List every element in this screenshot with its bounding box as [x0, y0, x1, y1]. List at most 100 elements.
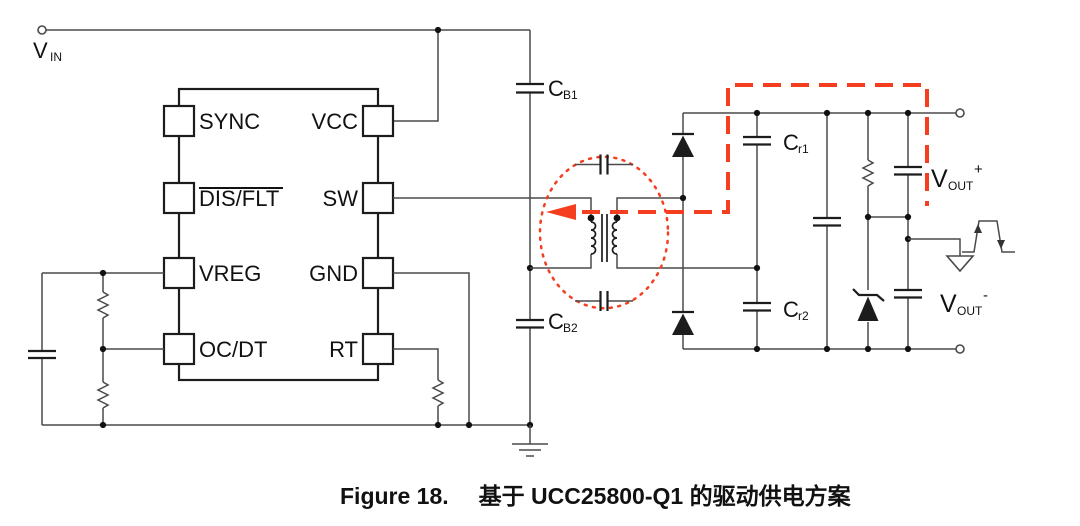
vout-pos-label-sub: OUT — [948, 179, 974, 193]
secondary-winding-icon — [611, 221, 618, 255]
junction-dot — [679, 194, 687, 202]
bulk-capacitor-icon — [813, 216, 841, 227]
cb2-label-sub: B2 — [563, 321, 578, 335]
primary-polarity-dot — [587, 214, 595, 222]
vreg-filter-network — [28, 269, 530, 429]
current-loop-dashed-path — [582, 83, 929, 214]
output-cap-branch — [894, 109, 975, 353]
pin-box-vreg — [162, 256, 196, 290]
junction-dot — [99, 421, 107, 429]
divider-resistor-bottom-icon — [96, 381, 110, 409]
cb2-label: C — [548, 309, 564, 334]
rt-wire — [393, 348, 439, 425]
junction-dot — [434, 26, 442, 34]
junction-dot — [753, 345, 761, 353]
secondary-bottom-wire — [616, 254, 757, 269]
pin-label-rt: RT — [329, 337, 358, 362]
cb1-label-sub: B1 — [563, 88, 578, 102]
pin-box-disflt — [162, 181, 196, 215]
cr1-label-sub: r1 — [798, 142, 809, 156]
junction-dot — [753, 109, 761, 117]
vin-input-rail: V IN — [33, 25, 530, 122]
pin-label-sw: SW — [323, 186, 359, 211]
output-rails — [683, 108, 965, 354]
ic-body — [177, 87, 380, 382]
junction-dot — [753, 264, 761, 272]
cr2-capacitor-icon — [743, 301, 771, 312]
secondary-polarity-dot — [613, 214, 621, 222]
cr1-label: C — [783, 130, 799, 155]
pin-label-vreg: VREG — [199, 261, 261, 286]
circuit-diagram: V IN SYNC DIS/FLT VREG OC/DT VCC SW GND … — [28, 25, 1015, 457]
junction-dot — [864, 109, 872, 117]
output-cap-top-icon — [894, 165, 922, 176]
rt-resistor-icon — [431, 379, 445, 407]
parasitic-coupling-ellipse — [538, 155, 670, 310]
zener-diode-icon — [857, 296, 879, 321]
earth-wire — [908, 238, 961, 256]
rt-set-resistor — [393, 348, 445, 429]
output-labels: V OUT + V OUT - — [931, 161, 988, 318]
vin-terminal-icon — [37, 25, 47, 35]
vout-pos-label-sign: + — [974, 161, 983, 178]
cb2-capacitor-icon — [516, 318, 544, 329]
vcc-supply-wire — [393, 30, 439, 122]
transformer-core-icon — [601, 214, 608, 262]
bulk-filter-cap-branch — [813, 109, 841, 353]
gate-pulse-icon — [962, 220, 1015, 253]
pulse-waveform-line — [962, 220, 1015, 253]
junction-dot — [465, 421, 473, 429]
half-bridge-cap-leg: C B1 C B2 — [512, 30, 578, 457]
current-loop-arrow-icon — [546, 204, 576, 220]
top-diode-icon — [672, 135, 694, 157]
figure-title: 基于 UCC25800-Q1 的驱动供电方案 — [478, 483, 851, 509]
rectifier-diode-branch — [672, 113, 694, 349]
gnd-wire — [393, 272, 470, 425]
coupling-cap-top-icon — [599, 154, 609, 175]
junction-dot — [864, 345, 872, 353]
pin-box-sync — [162, 104, 196, 138]
cb1-capacitor-icon — [516, 82, 544, 94]
filter-capacitor-icon — [28, 349, 56, 360]
vout-neg-label-sub: OUT — [957, 304, 983, 318]
junction-dot — [864, 213, 872, 221]
junction-dot — [823, 345, 831, 353]
earth-ground-icon — [945, 255, 975, 273]
junction-dot — [904, 109, 912, 117]
coupling-cap-bottom-icon — [599, 291, 609, 311]
junction-dot — [99, 345, 107, 353]
interwinding-capacitance-overlay — [538, 154, 670, 311]
rising-edge-arrow-icon — [974, 224, 982, 233]
ground-icon — [512, 443, 548, 457]
cr2-label-sub: r2 — [798, 309, 809, 323]
resistor-zener-branch — [852, 109, 908, 353]
pin-label-gnd: GND — [309, 261, 358, 286]
pin-label-sync: SYNC — [199, 109, 260, 134]
primary-winding-icon — [590, 221, 597, 255]
junction-dot — [434, 421, 442, 429]
pin-box-rt — [361, 332, 395, 366]
zener-cathode-bar — [852, 288, 885, 302]
cb1-label: C — [548, 76, 564, 101]
pin-box-vcc — [361, 104, 395, 138]
bleeder-resistor-icon — [861, 159, 875, 187]
ic-ucc25800-q1: SYNC DIS/FLT VREG OC/DT VCC SW GND RT — [162, 87, 395, 382]
pin-box-ocdt — [162, 332, 196, 366]
vout-pos-terminal-icon — [955, 108, 965, 118]
bottom-diode-icon — [672, 313, 694, 335]
divider-resistor-top-icon — [96, 291, 110, 319]
vin-label-sub: IN — [50, 50, 62, 64]
vout-neg-label: V — [940, 290, 957, 318]
pin-label-disflt: DIS/FLT — [199, 186, 279, 211]
junction-dot — [99, 269, 107, 277]
cr2-label: C — [783, 297, 799, 322]
junction-dot — [823, 109, 831, 117]
vout-neg-label-sign: - — [983, 287, 988, 304]
resonant-cap-branch: C r1 C r2 — [743, 109, 809, 353]
cr1-capacitor-icon — [743, 135, 771, 146]
primary-return-wire — [530, 254, 592, 269]
pin-label-ocdt: OC/DT — [199, 337, 267, 362]
vout-neg-terminal-icon — [955, 344, 965, 354]
falling-edge-arrow-icon — [997, 240, 1005, 249]
junction-dot — [904, 213, 912, 221]
